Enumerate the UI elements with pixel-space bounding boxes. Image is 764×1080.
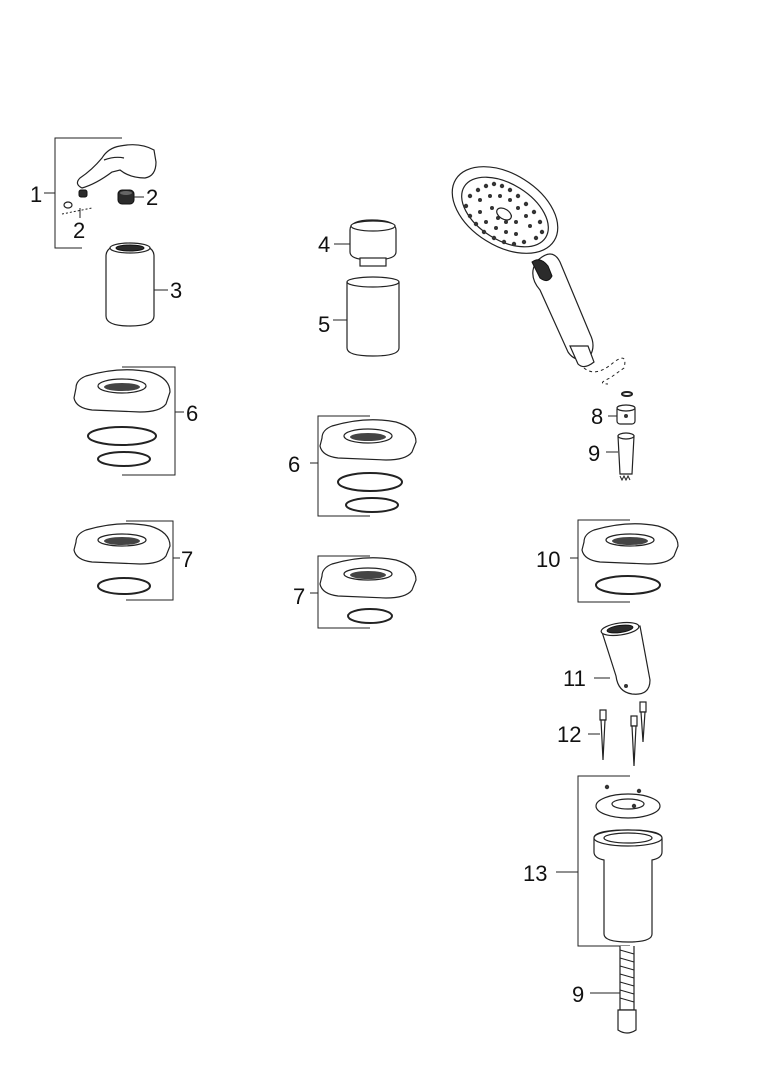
bracket-7-left [126, 520, 180, 601]
label-6b: 6 [288, 452, 300, 477]
bracket-6-middle [310, 415, 370, 517]
screws-12 [599, 701, 647, 767]
cap-4 [349, 219, 397, 267]
o-ring-6b-small [345, 497, 399, 513]
label-12: 12 [557, 722, 581, 747]
label-3: 3 [170, 278, 182, 303]
label-10: 10 [536, 547, 560, 572]
o-ring-6a-large [87, 426, 157, 446]
bracket-13 [556, 775, 630, 947]
bracket-1 [44, 137, 122, 249]
lever-handle [76, 144, 157, 189]
label-7b: 7 [293, 584, 305, 609]
label-8: 8 [591, 404, 603, 429]
escutcheon-plate-7-middle [319, 557, 417, 599]
nut-8 [616, 404, 636, 425]
mounting-ring-13 [595, 784, 661, 819]
sleeve-5 [346, 276, 400, 357]
label-13: 13 [523, 861, 547, 886]
label-5: 5 [318, 312, 330, 337]
hose-connector-9-top [617, 432, 635, 482]
label-11: 11 [563, 666, 586, 691]
escutcheon-plate-6-left [73, 369, 171, 413]
label-6a: 6 [186, 401, 198, 426]
bracket-10 [570, 519, 630, 603]
hand-shower [451, 166, 595, 368]
washer-8 [621, 391, 633, 397]
label-1: 1 [30, 182, 42, 207]
hose-guide-body-13 [593, 829, 663, 943]
bracket-6-left [122, 366, 184, 476]
label-2a: 2 [73, 218, 85, 243]
bracket-7-middle [310, 555, 370, 629]
label-9b: 9 [572, 982, 584, 1007]
grub-screw-small [61, 189, 93, 215]
label-7a: 7 [181, 547, 193, 572]
cover-cylinder-3 [105, 242, 155, 327]
hose-dashed [583, 357, 626, 385]
grub-screw-black [117, 189, 135, 205]
label-9a: 9 [588, 441, 600, 466]
o-ring-7a [97, 577, 151, 595]
o-ring-10 [595, 575, 661, 595]
o-ring-6b-large [337, 472, 403, 492]
o-ring-7b [347, 608, 393, 624]
escutcheon-plate-7-left [73, 523, 171, 565]
hose-connector-9-bottom [617, 946, 637, 1034]
escutcheon-plate-6-middle [319, 419, 417, 461]
escutcheon-plate-10 [581, 523, 679, 565]
label-2b: 2 [146, 185, 158, 210]
o-ring-6a-small [97, 451, 151, 467]
hose-outlet-11 [600, 621, 651, 695]
label-4: 4 [318, 232, 330, 257]
